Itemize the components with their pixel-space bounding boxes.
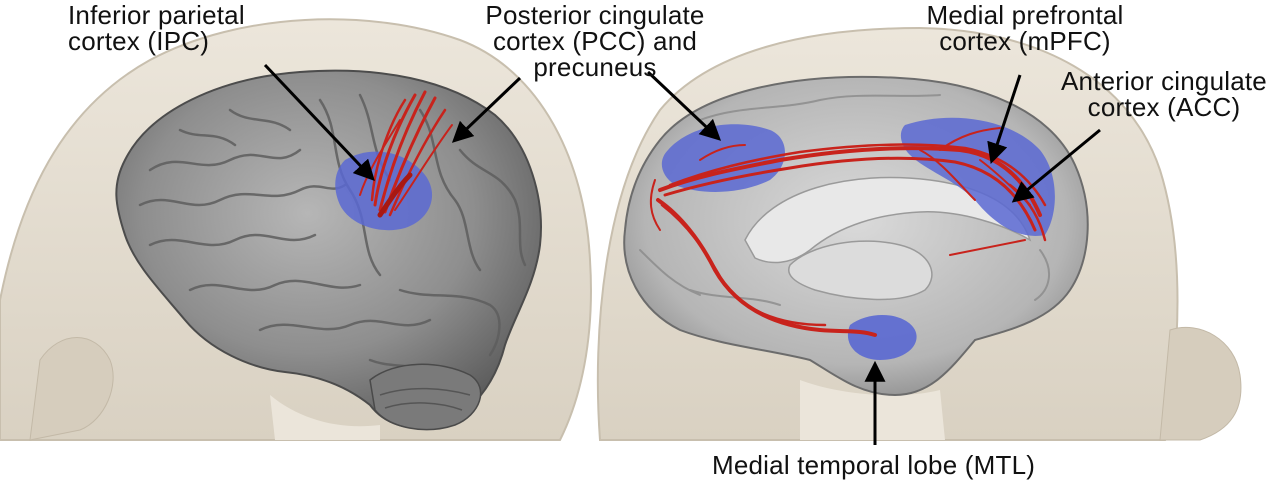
- label-pcc-line2: cortex (PCC) and: [470, 28, 720, 54]
- label-acc-line2: cortex (ACC): [1050, 94, 1278, 120]
- label-acc-line1: Anterior cingulate: [1050, 68, 1278, 94]
- label-pcc-line1: Posterior cingulate: [470, 2, 720, 28]
- label-mtl: Medial temporal lobe (MTL): [712, 452, 1035, 478]
- label-mpfc-line1: Medial prefrontal: [900, 2, 1150, 28]
- label-pcc-line3: precuneus: [470, 54, 720, 80]
- label-ipc-line2: cortex (IPC): [68, 28, 245, 54]
- right-ear: [1160, 327, 1241, 440]
- label-ipc: Inferior parietal cortex (IPC): [68, 2, 245, 54]
- label-ipc-line1: Inferior parietal: [68, 2, 245, 28]
- label-mpfc-line2: cortex (mPFC): [900, 28, 1150, 54]
- label-acc: Anterior cingulate cortex (ACC): [1050, 68, 1278, 120]
- label-mtl-line1: Medial temporal lobe (MTL): [712, 452, 1035, 478]
- label-pcc: Posterior cingulate cortex (PCC) and pre…: [470, 2, 720, 80]
- label-mpfc: Medial prefrontal cortex (mPFC): [900, 2, 1150, 54]
- cerebellum: [370, 364, 481, 429]
